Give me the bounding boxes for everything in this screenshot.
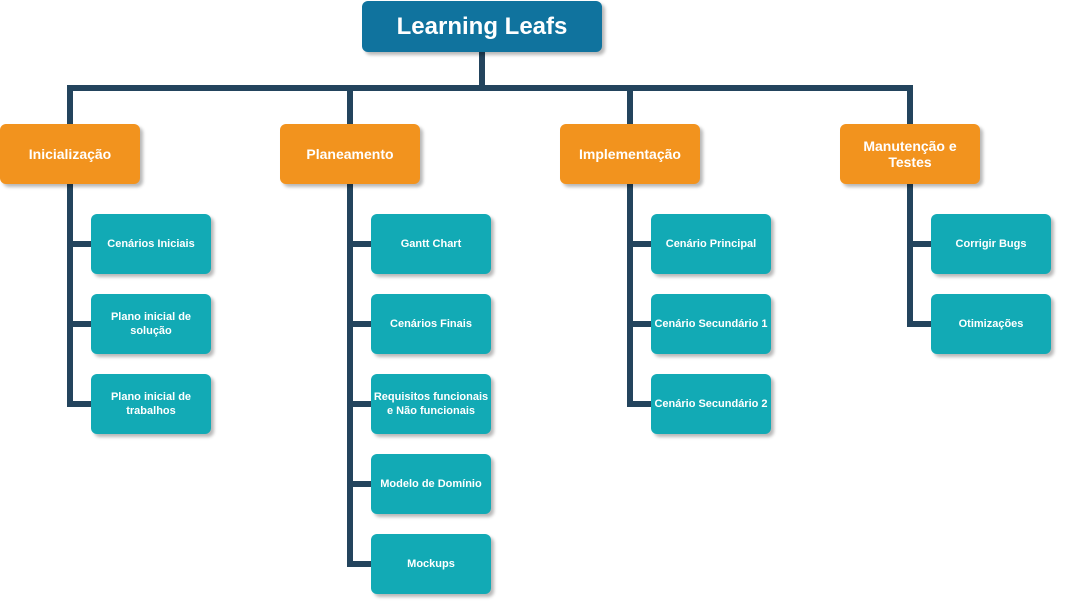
connector-spine-planeamento	[347, 181, 376, 567]
task-node: Otimizações	[931, 294, 1051, 354]
task-node: Cenário Principal	[651, 214, 771, 274]
task-node: Corrigir Bugs	[931, 214, 1051, 274]
task-node: Cenários Iniciais	[91, 214, 211, 274]
phase-node-manutencao-testes: Manutenção e Testes	[840, 124, 980, 184]
task-node: Mockups	[371, 534, 491, 594]
phase-node-planeamento: Planeamento	[280, 124, 420, 184]
phase-node-inicializacao: Inicialização	[0, 124, 140, 184]
task-node: Cenário Secundário 2	[651, 374, 771, 434]
task-node: Plano inicial de solução	[91, 294, 211, 354]
phase-node-implementacao: Implementação	[560, 124, 700, 184]
task-node: Requisitos funcionais e Não funcionais	[371, 374, 491, 434]
root-node-title: Learning Leafs	[362, 1, 602, 52]
task-node: Gantt Chart	[371, 214, 491, 274]
connector-spine-implementacao	[627, 181, 656, 407]
task-node: Cenário Secundário 1	[651, 294, 771, 354]
task-node: Modelo de Domínio	[371, 454, 491, 514]
task-node: Plano inicial de trabalhos	[91, 374, 211, 434]
task-node: Cenários Finais	[371, 294, 491, 354]
connector-spine-inicializacao	[67, 181, 96, 407]
connector-spine-manutencao	[907, 181, 936, 327]
